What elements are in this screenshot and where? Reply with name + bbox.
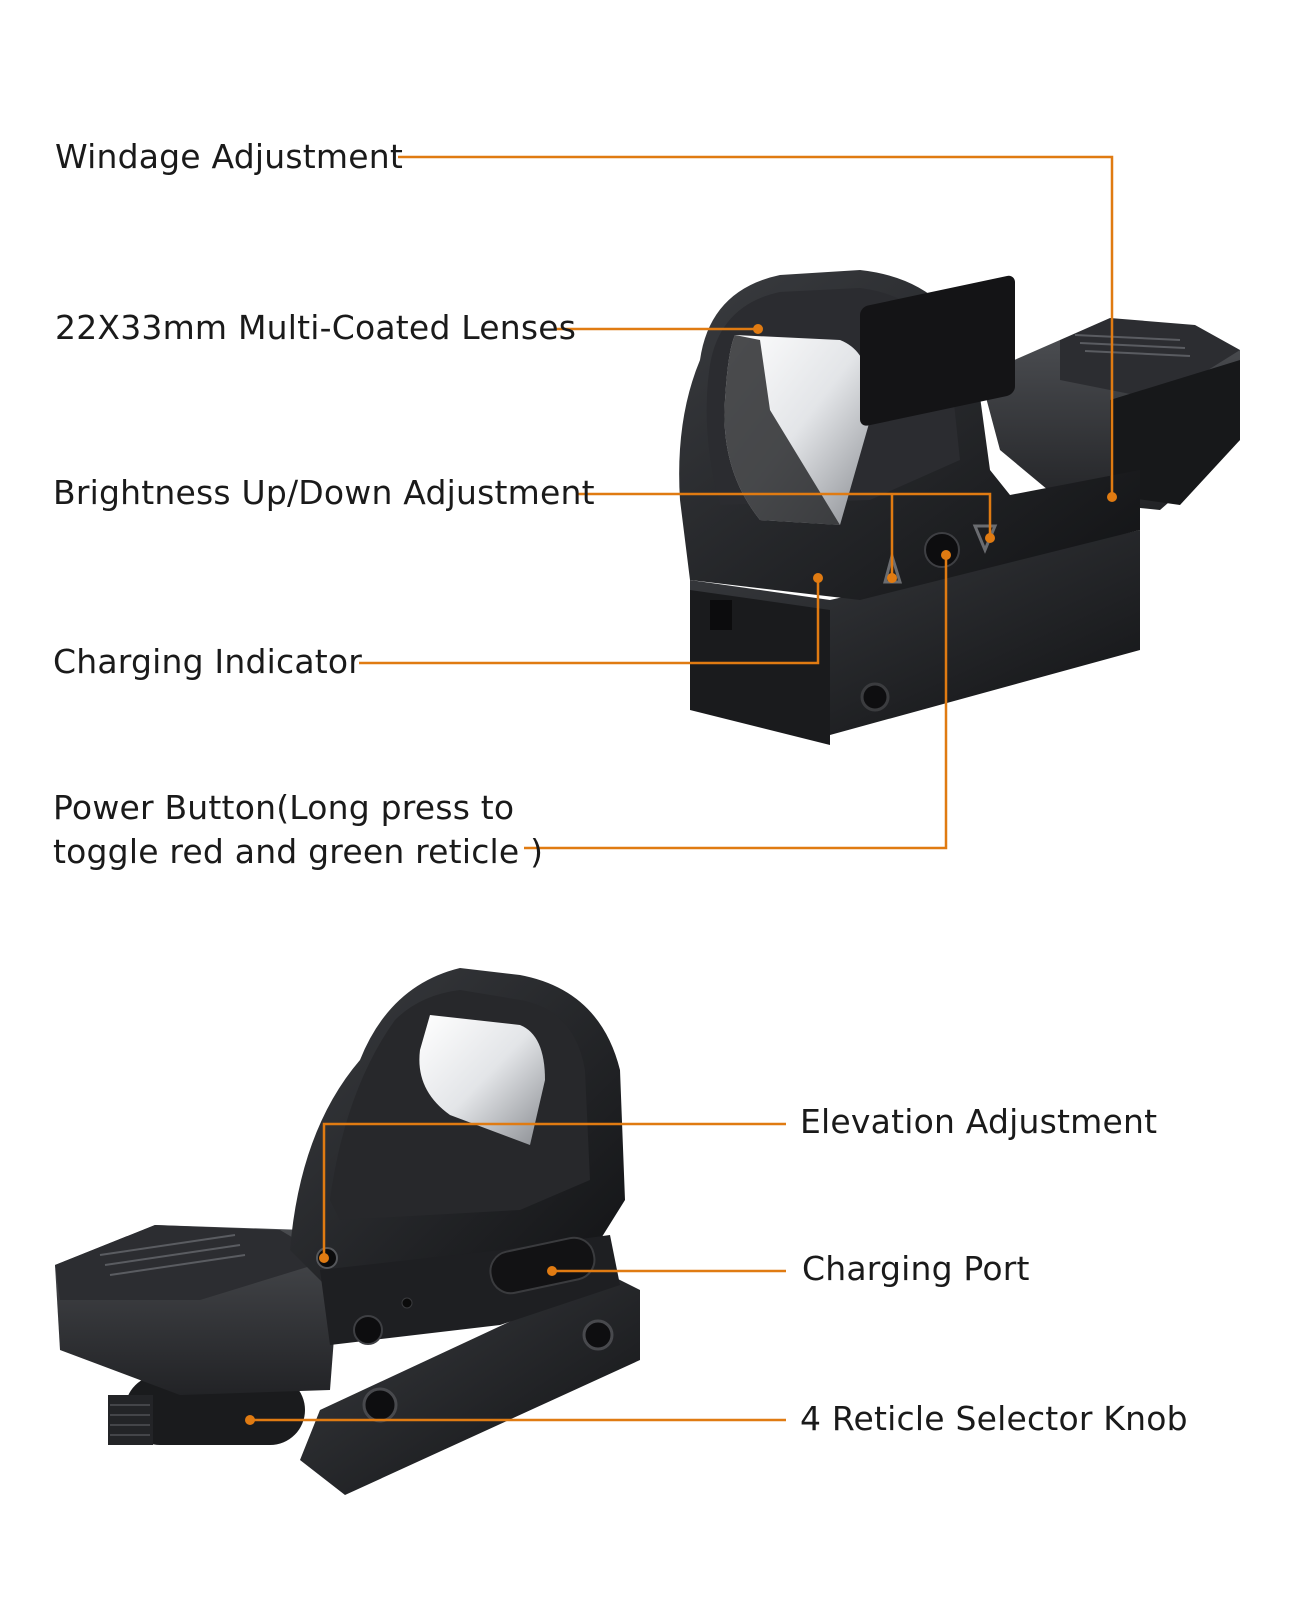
top-mount-screw <box>860 682 890 712</box>
power-button <box>924 532 960 568</box>
bottom-side-button <box>353 1315 383 1345</box>
bottom-rail <box>300 1275 640 1495</box>
top-rear-side <box>1110 360 1240 505</box>
bottom-lens <box>419 1015 545 1145</box>
leader-windage <box>398 155 1114 497</box>
leader-charging-indicator <box>359 578 820 665</box>
label-power-line2: toggle red and green reticle ) <box>53 832 544 871</box>
charging-port-cover <box>489 1236 596 1295</box>
label-elevation: Elevation Adjustment <box>800 1102 1158 1141</box>
top-sight: R <box>679 270 1240 745</box>
leader-lines <box>250 155 1114 1422</box>
label-power-line1: Power Button(Long press to <box>53 788 515 827</box>
bottom-mount-screw-1 <box>582 1319 614 1351</box>
label-lenses: 22X33mm Multi-Coated Lenses <box>55 308 577 347</box>
reticle-knob-body <box>125 1375 305 1445</box>
leader-power <box>524 555 948 850</box>
leader-brightness <box>578 492 992 538</box>
label-brightness: Brightness Up/Down Adjustment <box>53 473 595 512</box>
label-reticle-knob: 4 Reticle Selector Knob <box>800 1399 1188 1438</box>
bottom-sight <box>55 968 640 1495</box>
leader-elevation <box>322 1122 786 1258</box>
leader-dots <box>245 324 1117 1425</box>
label-charging-indicator: Charging Indicator <box>53 642 363 681</box>
brightness-panel <box>860 275 1015 426</box>
bottom-mount-screw-2 <box>362 1387 398 1423</box>
bottom-led <box>401 1297 413 1309</box>
label-windage: Windage Adjustment <box>55 137 403 176</box>
label-charging-port: Charging Port <box>802 1249 1030 1288</box>
top-rear-cap <box>1060 318 1240 400</box>
reticle-knob-grip <box>108 1395 153 1445</box>
top-rail-slot <box>710 600 732 630</box>
